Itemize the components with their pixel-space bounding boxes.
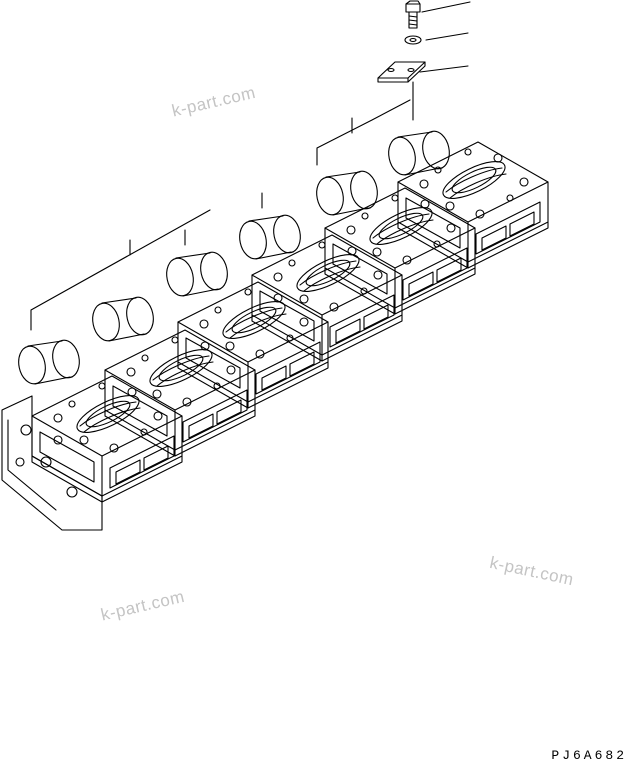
bolt-part xyxy=(405,0,421,29)
washer-part xyxy=(404,35,422,45)
callout-leaders xyxy=(419,1,471,73)
cylinder-head-assembly xyxy=(1,141,549,531)
group-bracket-lines xyxy=(30,99,411,331)
drawing-code: PJ6A682 xyxy=(551,748,627,763)
plate-part xyxy=(377,61,426,121)
